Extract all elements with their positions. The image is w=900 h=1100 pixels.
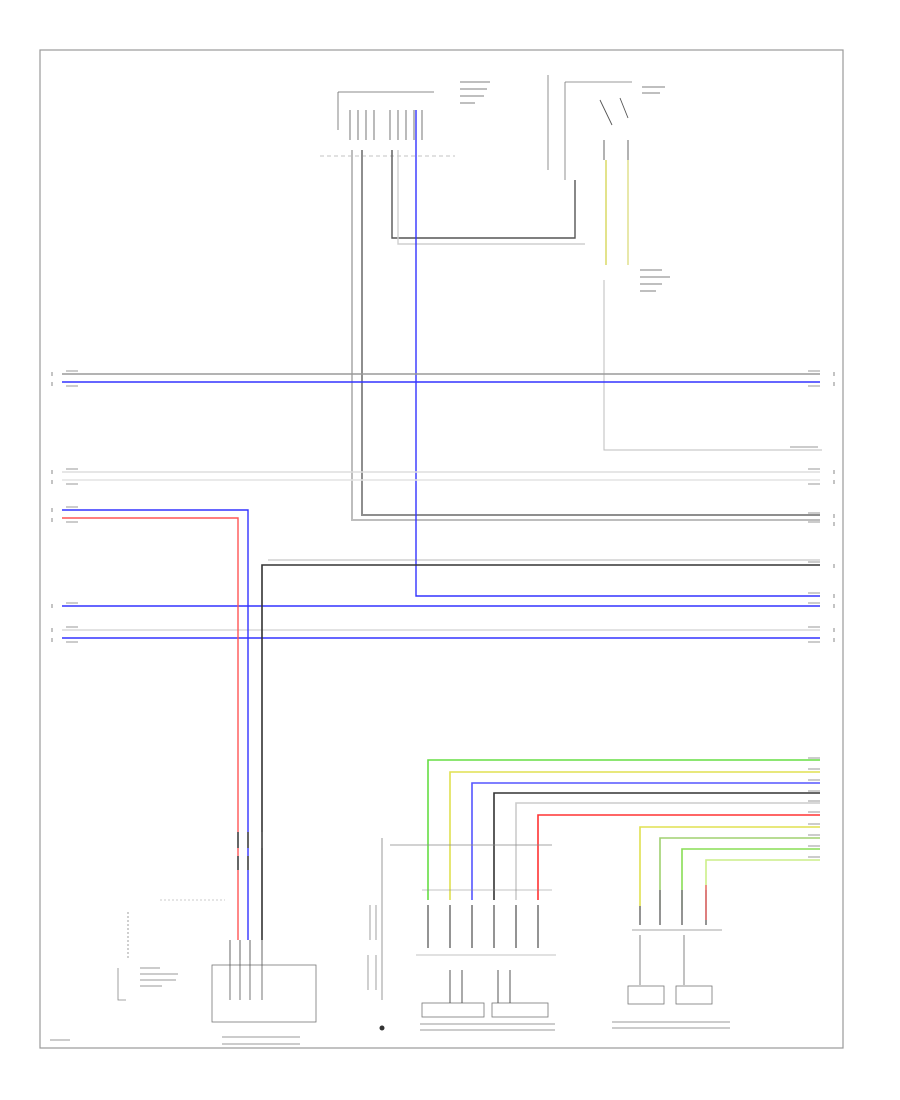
ground-switch-component <box>117 899 225 1001</box>
top-vertical-wires <box>351 110 820 597</box>
horizontal-bus-wires <box>62 373 820 940</box>
relay-output-label <box>640 269 670 292</box>
sensor-module-left <box>420 970 555 1031</box>
right-sensor-group <box>612 885 730 1029</box>
left-edge-labels <box>66 370 78 643</box>
sensor-splice-connector <box>390 844 556 956</box>
bundle-right-labels <box>808 757 820 858</box>
sensor-bundle-wires <box>427 759 820 910</box>
right-edge-labels <box>790 370 820 643</box>
sensor-module-right <box>491 970 549 1018</box>
diagram-frame <box>39 49 844 1049</box>
relay-output-wires <box>603 160 822 451</box>
top-junction-connector <box>320 80 497 157</box>
left-branch-wires <box>62 509 249 940</box>
top-right-relay <box>547 75 665 180</box>
middle-ground-wire <box>367 838 385 1031</box>
lower-left-control-module <box>211 940 317 1045</box>
lower-left-wire-markers <box>237 832 263 870</box>
